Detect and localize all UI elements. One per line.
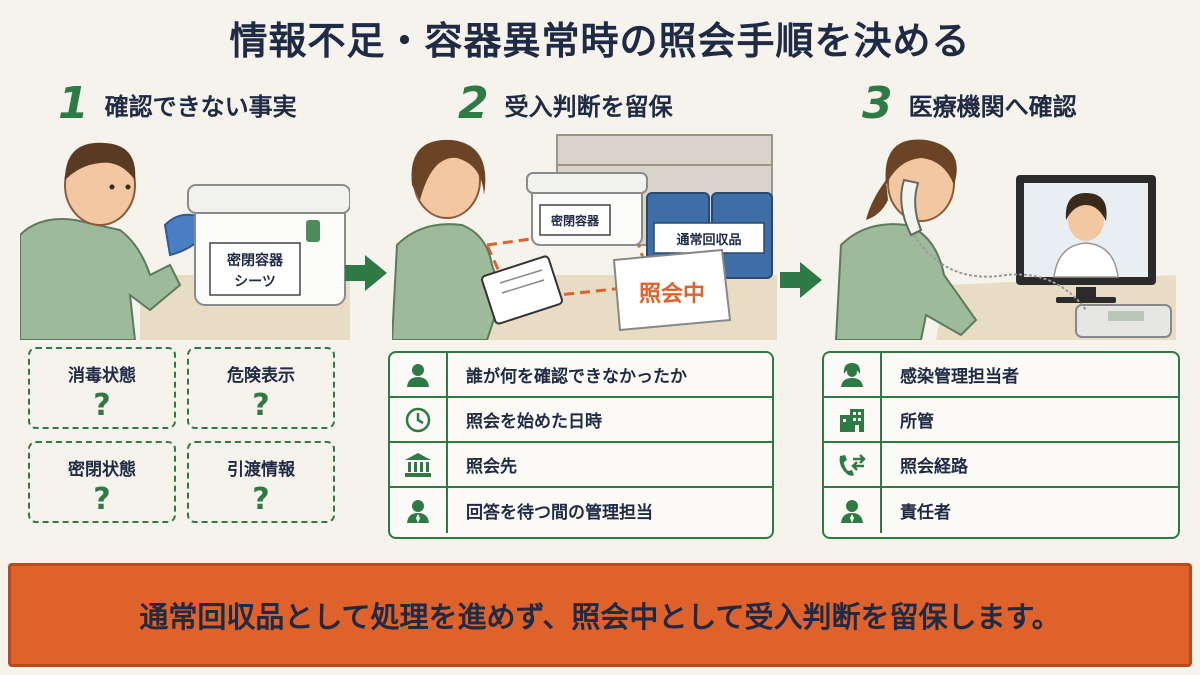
list-item: 感染管理担当者	[824, 353, 1178, 398]
step-1-header: 1 確認できない事実	[58, 82, 297, 126]
list-item-label: 所管	[900, 412, 934, 432]
step-2-number: 2	[458, 78, 489, 129]
question-mark: ?	[93, 482, 111, 517]
list-item-label: 照会経路	[900, 457, 968, 477]
list-item: 回答を待つ間の管理担当	[390, 488, 772, 533]
step-3-title: 医療機関へ確認	[908, 92, 1077, 121]
list-item-label: 回答を待つ間の管理担当	[466, 503, 653, 523]
container-label-line2: シーツ	[234, 274, 276, 290]
step-2-title: 受入判断を留保	[504, 92, 673, 121]
phone-call-to-hospital-illustration	[826, 125, 1176, 340]
worker-inspecting-container-illustration: 密閉容器 シーツ	[20, 125, 350, 340]
unknown-fact-label: 引渡情報	[227, 460, 295, 480]
regular-bin-label: 通常回収品	[676, 232, 741, 248]
conclusion-banner: 通常回収品として処理を進めず、照会中として受入判断を留保します。	[8, 563, 1192, 667]
list-item: 誰が何を確認できなかったか	[390, 353, 772, 398]
person-icon	[390, 353, 448, 396]
nurse-icon	[824, 353, 882, 396]
question-mark: ?	[93, 388, 111, 423]
right-arrow-icon	[780, 262, 822, 298]
unknown-fact-hazard-label: 危険表示 ?	[187, 347, 335, 429]
worker-on-hold-illustration: 密閉容器 通常回収品 照会中	[392, 125, 777, 340]
phone-transfer-icon	[824, 443, 882, 486]
step-3-header: 3 医療機関へ確認	[862, 82, 1077, 126]
unknown-fact-disinfection: 消毒状態 ?	[28, 347, 176, 429]
inquiry-sign: 照会中	[639, 281, 705, 307]
list-item: 照会を始めた日時	[390, 398, 772, 443]
clock-icon	[390, 398, 448, 441]
manager-icon	[390, 488, 448, 533]
unknown-fact-label: 密閉状態	[68, 460, 136, 480]
step-1-number: 1	[58, 78, 89, 129]
list-item-label: 感染管理担当者	[900, 367, 1019, 387]
list-item-label: 照会先	[466, 457, 517, 477]
list-item: 所管	[824, 398, 1178, 443]
step-3-number: 3	[862, 78, 893, 129]
container-label-line1: 密閉容器	[226, 252, 284, 269]
building-icon	[824, 398, 882, 441]
list-item: 責任者	[824, 488, 1178, 533]
right-arrow-icon	[345, 255, 387, 291]
question-mark: ?	[252, 388, 270, 423]
list-item: 照会経路	[824, 443, 1178, 488]
list-item-label: 誰が何を確認できなかったか	[466, 367, 687, 387]
sealed-container-label: 密閉容器	[551, 213, 600, 228]
institution-icon	[390, 443, 448, 486]
page-title: 情報不足・容器異常時の照会手順を決める	[229, 19, 971, 63]
hospital-contact-list: 感染管理担当者 所管 照会経路 責任者	[822, 351, 1180, 539]
list-item-label: 照会を始めた日時	[466, 412, 602, 432]
step-1-title: 確認できない事実	[104, 92, 297, 121]
unknown-fact-sealing: 密閉状態 ?	[28, 441, 176, 523]
hold-record-list: 誰が何を確認できなかったか 照会を始めた日時 照会先 回答を待つ間の管理担当	[388, 351, 774, 539]
unknown-fact-handover: 引渡情報 ?	[187, 441, 335, 523]
step-2-header: 2 受入判断を留保	[458, 82, 673, 126]
unknown-fact-label: 消毒状態	[68, 366, 136, 386]
unknown-fact-label: 危険表示	[227, 366, 295, 386]
question-mark: ?	[252, 482, 270, 517]
list-item: 照会先	[390, 443, 772, 488]
list-item-label: 責任者	[900, 503, 951, 523]
responsible-person-icon	[824, 488, 882, 533]
conclusion-text: 通常回収品として処理を進めず、照会中として受入判断を留保します。	[139, 600, 1061, 634]
